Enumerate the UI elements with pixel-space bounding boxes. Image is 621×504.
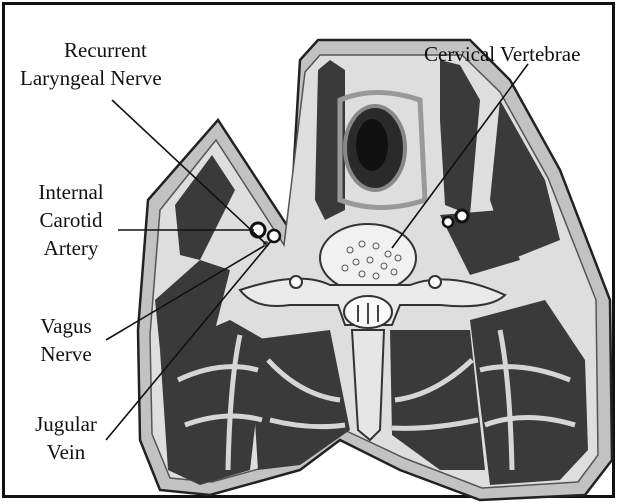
spinous-process xyxy=(352,330,384,440)
jugular-vein-vessel xyxy=(268,230,280,242)
label-internal-text: Internal xyxy=(26,178,116,206)
label-recurrent-laryngeal-line2: Laryngeal Nerve xyxy=(20,64,162,92)
label-jugular-vein: Jugular Vein xyxy=(26,410,106,466)
label-vein-text: Vein xyxy=(26,438,106,466)
label-vagus-text: Vagus xyxy=(30,312,102,340)
right-jugular-vessel xyxy=(443,217,453,227)
posterior-muscle-left-outer xyxy=(160,320,265,485)
vertebral-foramen-left xyxy=(290,276,302,288)
label-nerve-text: Nerve xyxy=(30,340,102,368)
label-carotid-text: Carotid xyxy=(26,206,116,234)
label-recurrent-line1: Recurrent xyxy=(64,36,147,64)
label-recurrent-laryngeal-nerve: Recurrent xyxy=(64,36,147,64)
label-cervical-vertebrae: Cervical Vertebrae xyxy=(424,40,580,68)
trachea-lumen xyxy=(356,119,388,171)
label-artery-text: Artery xyxy=(26,234,116,262)
label-laryngeal-nerve-text: Laryngeal Nerve xyxy=(20,64,162,92)
right-carotid-vessel xyxy=(456,210,468,222)
label-vagus-nerve: Vagus Nerve xyxy=(30,312,102,368)
label-internal-carotid-artery: Internal Carotid Artery xyxy=(26,178,116,262)
vertebral-foramen-right xyxy=(429,276,441,288)
label-jugular-text: Jugular xyxy=(26,410,106,438)
